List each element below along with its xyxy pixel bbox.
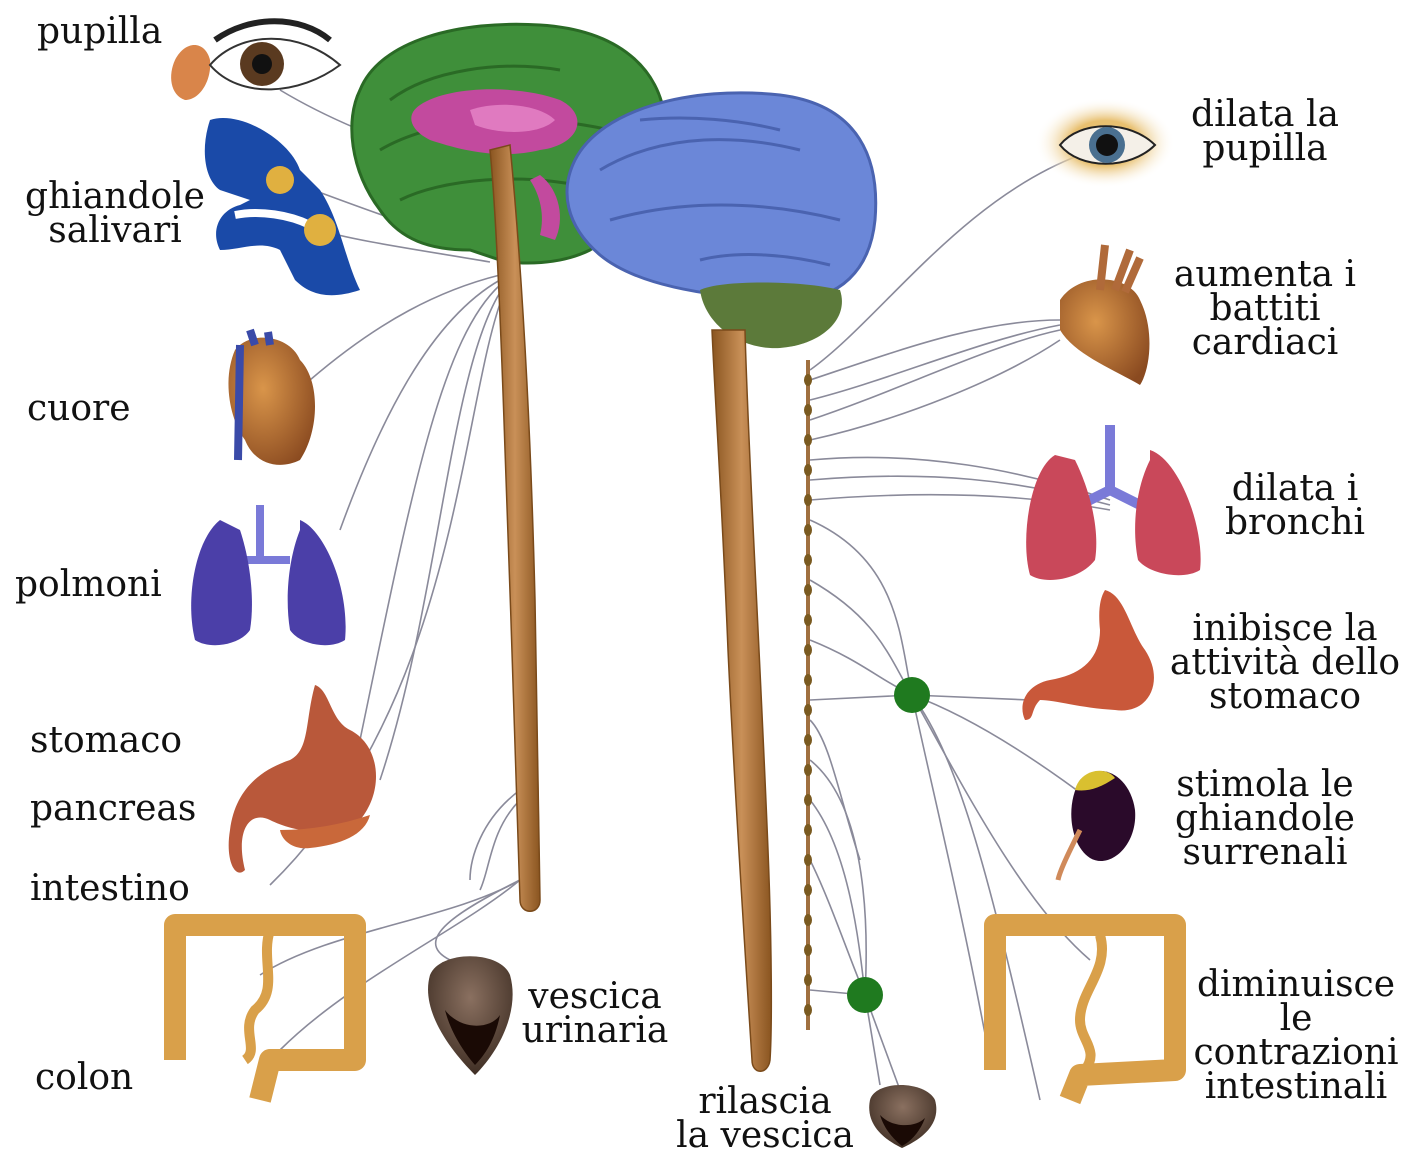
bladder-icon <box>869 1085 936 1148</box>
ganglion-icon <box>847 977 883 1013</box>
label-rilascia-vescica: rilascia la vescica <box>665 1085 865 1153</box>
heart-icon <box>1060 245 1149 385</box>
label-line: attività dello <box>1160 646 1410 680</box>
heart-icon <box>228 330 315 465</box>
colon-icon <box>995 925 1175 1100</box>
bladder-icon <box>428 956 513 1075</box>
label-line: le <box>1185 1002 1407 1036</box>
label-line: pupilla <box>1180 132 1350 166</box>
label-line: contrazioni <box>1185 1036 1407 1070</box>
label-line: vescica <box>520 980 670 1014</box>
label-line: ghiandole <box>1160 802 1370 836</box>
label-line: stomaco <box>1160 680 1410 714</box>
label-line: salivari <box>20 214 210 248</box>
label-stomaco-left: stomaco <box>30 724 182 758</box>
spinal-cord-icon <box>712 330 771 1071</box>
eye-icon <box>171 21 340 100</box>
label-line: la vescica <box>665 1119 865 1153</box>
label-pancreas: pancreas <box>30 792 196 826</box>
label-line: bronchi <box>1210 506 1380 540</box>
label-polmoni: polmoni <box>15 568 162 602</box>
ganglion-icon <box>894 677 930 713</box>
label-line: battiti <box>1160 292 1370 326</box>
label-line: dilata i <box>1210 472 1380 506</box>
label-line: surrenali <box>1160 836 1370 870</box>
label-line: dilata la <box>1180 98 1350 132</box>
brain-icon <box>567 93 876 348</box>
label-line: inibisce la <box>1160 612 1410 646</box>
adrenal-gland-icon <box>1058 771 1135 880</box>
label-pupilla-left: pupilla <box>37 15 162 49</box>
label-colon: colon <box>35 1061 133 1095</box>
label-line: stimola le <box>1160 768 1370 802</box>
lungs-icon <box>191 505 345 645</box>
label-line: cardiaci <box>1160 326 1370 360</box>
label-cuore-left: cuore <box>27 392 131 426</box>
label-line: rilascia <box>665 1085 865 1119</box>
label-line: aumenta i <box>1160 258 1370 292</box>
label-line: intestinali <box>1185 1070 1407 1104</box>
label-diminuisce-contrazioni: diminuisce le contrazioni intestinali <box>1185 968 1407 1104</box>
label-vescica-urinaria: vescica urinaria <box>520 980 670 1048</box>
label-line: urinaria <box>520 1014 670 1048</box>
eye-icon <box>1035 98 1175 188</box>
label-dilata-pupilla: dilata la pupilla <box>1180 98 1350 166</box>
label-intestino: intestino <box>30 872 190 906</box>
salivary-gland-icon <box>205 118 360 295</box>
label-ghiandole-salivari: ghiandole salivari <box>20 180 210 248</box>
label-dilata-bronchi: dilata i bronchi <box>1210 472 1380 540</box>
label-inibisce-stomaco: inibisce la attività dello stomaco <box>1160 612 1410 714</box>
colon-icon <box>175 925 355 1100</box>
lungs-icon <box>1026 425 1200 580</box>
label-stimola-surrenali: stimola le ghiandole surrenali <box>1160 768 1370 870</box>
stomach-icon <box>1022 590 1154 720</box>
label-line: ghiandole <box>20 180 210 214</box>
label-aumenta-battiti: aumenta i battiti cardiaci <box>1160 258 1370 360</box>
label-line: diminuisce <box>1185 968 1407 1002</box>
